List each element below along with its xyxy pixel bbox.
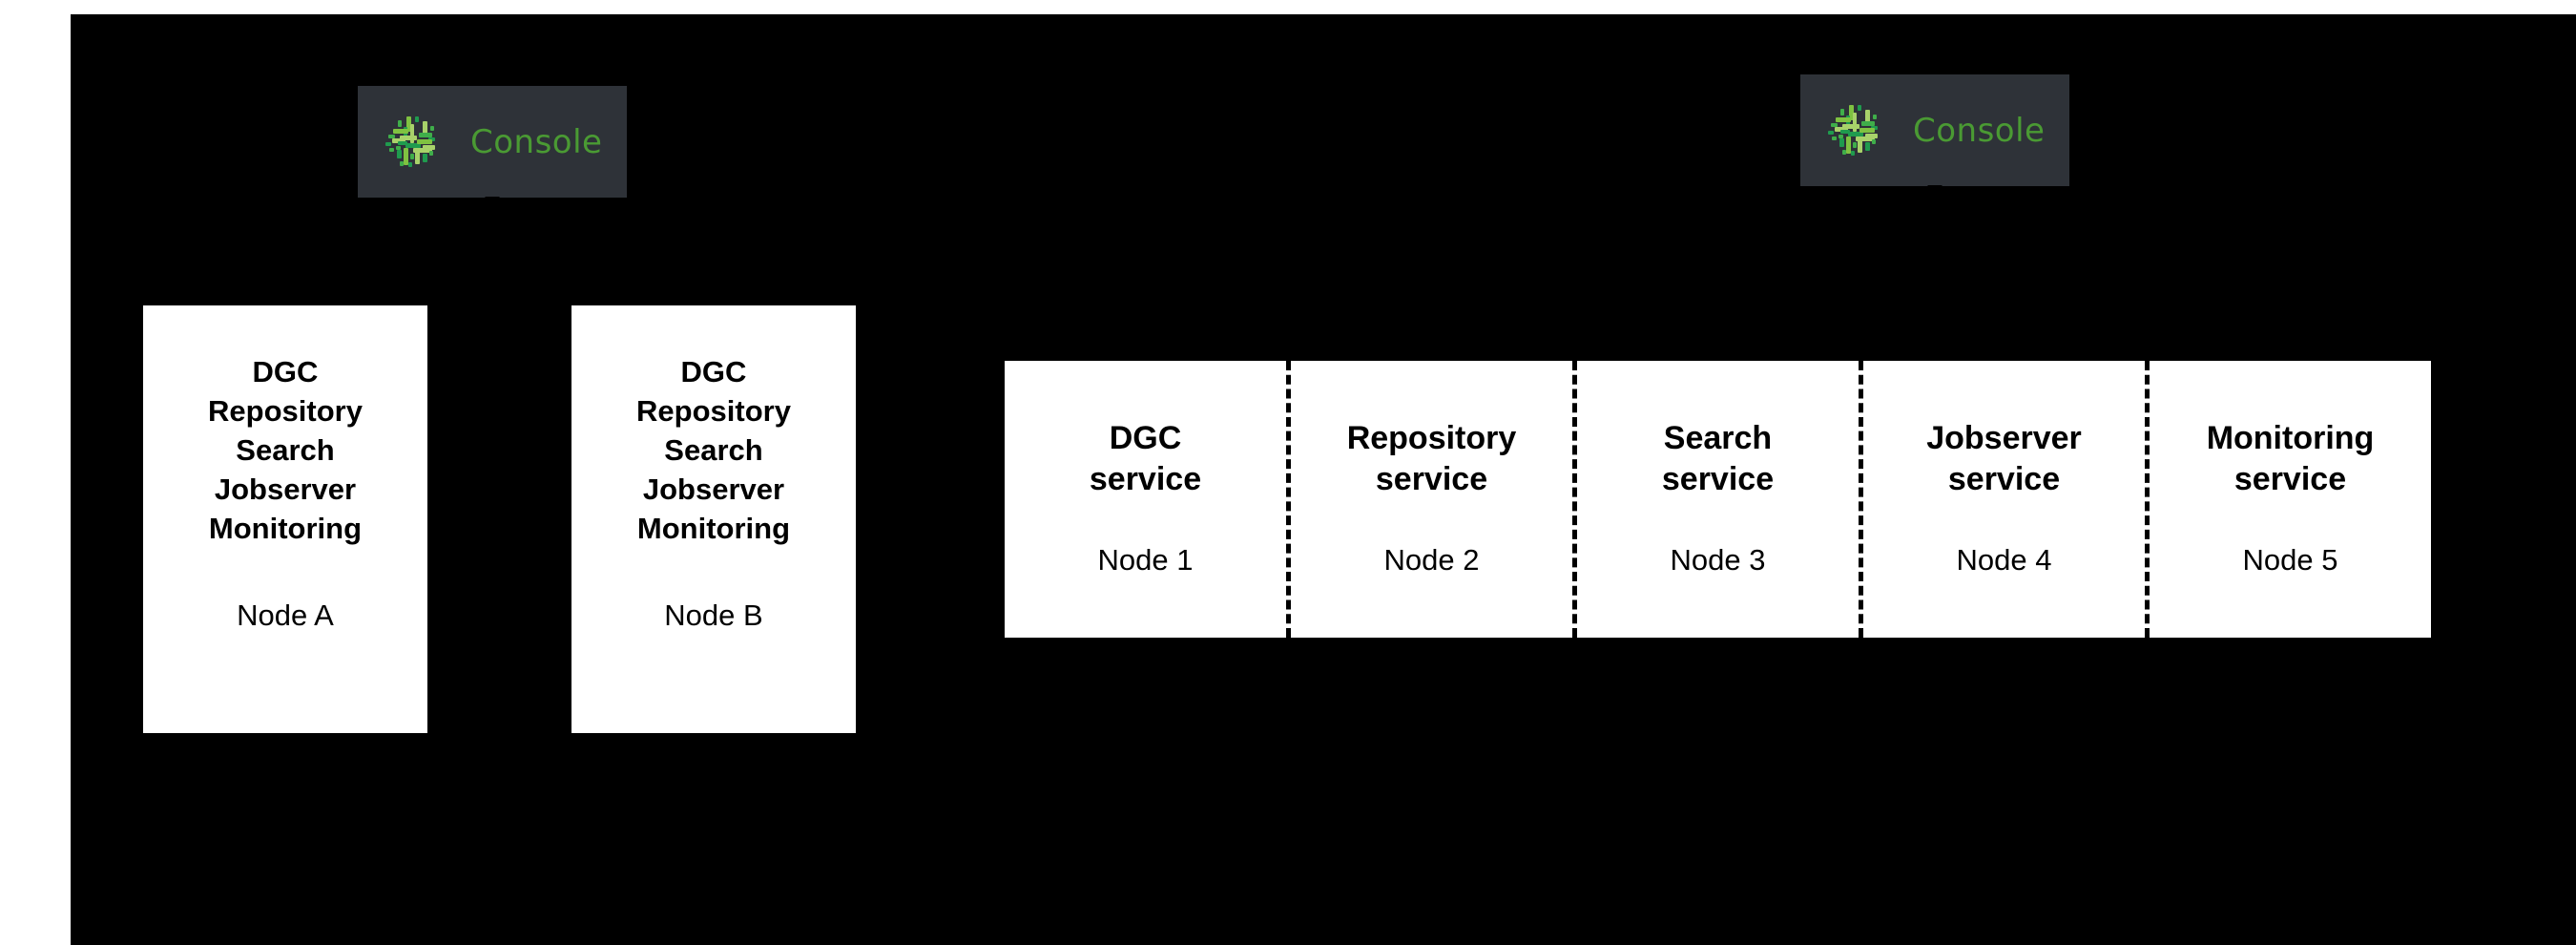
console-icon-dash xyxy=(1840,108,1844,116)
console-icon-dash xyxy=(397,149,402,158)
console-icon-dash xyxy=(398,119,402,127)
service-name: Monitoring service xyxy=(2206,420,2375,497)
service-name: Search service xyxy=(1661,420,1775,497)
node-a-service-list: DGC Repository Search Jobserver Monitori… xyxy=(208,353,363,549)
console-icon-dash xyxy=(1865,133,1878,138)
console-icon-dash xyxy=(1848,131,1863,136)
console-icon-dash xyxy=(413,147,432,153)
console-icon-dash xyxy=(415,150,420,164)
console-icon-dash xyxy=(405,142,421,148)
node-b-service-item: Jobserver xyxy=(642,472,785,506)
console-badge-notch xyxy=(485,197,500,204)
service-node-label: Node 2 xyxy=(1383,543,1480,577)
service-node-label: Node 1 xyxy=(1097,543,1194,577)
console-badge-notch xyxy=(1927,185,1942,193)
node-b-service-item: DGC xyxy=(680,355,747,388)
service-strip: DGC service Node 1 Repository service No… xyxy=(1005,361,2431,638)
console-badge-label: Console xyxy=(1913,111,2046,150)
service-node-label: Node 4 xyxy=(1956,543,2052,577)
console-icon-dash xyxy=(1872,138,1876,144)
node-a-service-item: Repository xyxy=(208,393,363,428)
console-icon-dash xyxy=(1856,136,1875,141)
console-icon-dash xyxy=(1859,127,1875,133)
console-icon-dash xyxy=(393,128,408,134)
console-icon-dash xyxy=(408,161,412,167)
console-grid-icon xyxy=(381,112,442,173)
console-badge-arrow-left xyxy=(1787,123,1800,137)
console-icon-dash xyxy=(385,141,391,146)
console-icon-dash xyxy=(410,153,414,159)
node-box-b[interactable]: DGC Repository Search Jobserver Monitori… xyxy=(571,305,856,733)
console-icon-dash xyxy=(1842,123,1859,129)
console-icon-dash xyxy=(1839,137,1844,147)
console-badge-label: Console xyxy=(470,122,603,161)
console-icon-dash xyxy=(1839,134,1843,138)
node-b-service-item: Search xyxy=(664,432,763,467)
console-icon-dash xyxy=(419,132,432,137)
node-a-service-item: DGC xyxy=(252,355,319,388)
console-icon-dash xyxy=(1873,114,1877,119)
console-badge-left[interactable]: Console xyxy=(358,86,627,204)
node-box-a[interactable]: DGC Repository Search Jobserver Monitori… xyxy=(143,305,427,733)
console-icon-dash xyxy=(1858,138,1862,153)
console-icon-dash xyxy=(392,137,405,143)
console-grid-icon xyxy=(1823,100,1884,161)
console-badge-right[interactable]: Console xyxy=(1787,74,2083,193)
service-name: Repository service xyxy=(1346,420,1517,497)
service-cell-dgc[interactable]: DGC service Node 1 xyxy=(1005,361,1286,638)
service-cell-search[interactable]: Search service Node 3 xyxy=(1572,361,1859,638)
console-icon-dash xyxy=(1858,104,1861,111)
console-icon-dash xyxy=(400,135,417,140)
console-icon-dash xyxy=(404,147,408,165)
node-b-service-item: Repository xyxy=(636,393,791,428)
service-cell-repository[interactable]: Repository service Node 2 xyxy=(1286,361,1572,638)
service-cell-jobserver[interactable]: Jobserver service Node 4 xyxy=(1859,361,2145,638)
console-icon-dash xyxy=(400,160,404,166)
console-icon-dash xyxy=(1853,141,1857,148)
console-icon-dash xyxy=(389,147,394,152)
console-icon-dash xyxy=(1832,136,1837,140)
service-name: DGC service xyxy=(1089,420,1202,497)
console-icon-dash xyxy=(396,145,401,150)
console-icon-dash xyxy=(415,116,419,122)
console-icon-dash xyxy=(1836,116,1851,122)
console-icon-dash xyxy=(1853,112,1857,132)
node-a-service-item: Jobserver xyxy=(214,472,357,506)
console-icon-dash xyxy=(410,123,414,143)
console-icon-dash xyxy=(1835,126,1848,132)
console-icon-dash xyxy=(1840,129,1850,134)
console-icon-dash xyxy=(423,144,435,150)
console-icon-dash xyxy=(1865,141,1870,151)
console-icon-dash xyxy=(1846,136,1851,154)
node-a-label: Node A xyxy=(237,598,334,632)
console-icon-dash xyxy=(398,140,407,145)
service-name: Jobserver service xyxy=(1926,420,2082,497)
node-b-label: Node B xyxy=(664,598,763,632)
service-node-label: Node 5 xyxy=(2242,543,2338,577)
node-b-service-list: DGC Repository Search Jobserver Monitori… xyxy=(636,353,791,549)
node-b-service-item: Monitoring xyxy=(636,511,791,545)
console-icon-dash xyxy=(1851,150,1855,156)
console-icon-dash xyxy=(430,125,434,131)
console-icon-dash xyxy=(1831,122,1838,127)
console-icon-dash xyxy=(1865,109,1870,123)
console-icon-dash xyxy=(1849,104,1854,120)
console-icon-dash xyxy=(388,134,395,138)
service-node-label: Node 3 xyxy=(1670,543,1766,577)
console-icon-dash xyxy=(429,150,433,156)
diagram-canvas: Console Console DGC Repository Search Jo… xyxy=(71,14,2576,945)
node-a-service-item: Monitoring xyxy=(208,511,363,545)
console-icon-dash xyxy=(1861,120,1875,126)
console-icon-dash xyxy=(423,120,427,135)
console-icon-dash xyxy=(417,138,432,144)
console-icon-dash xyxy=(406,116,411,132)
service-cell-monitoring[interactable]: Monitoring service Node 5 xyxy=(2145,361,2431,638)
console-badge-arrow-right xyxy=(2069,123,2083,137)
console-icon-dash xyxy=(1842,149,1846,155)
console-icon-dash xyxy=(1828,130,1834,135)
console-icon-dash xyxy=(423,153,427,162)
node-a-service-item: Search xyxy=(236,432,335,467)
